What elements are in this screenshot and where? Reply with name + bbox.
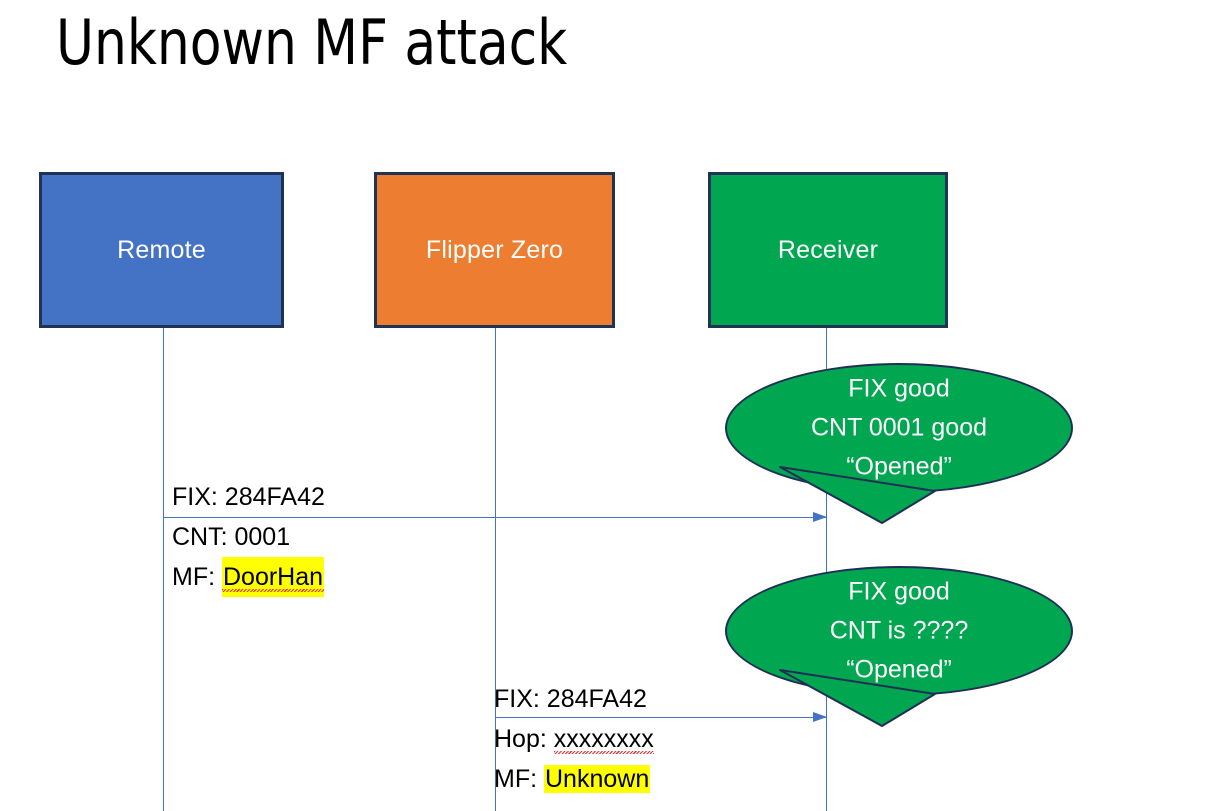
bubble-line: CNT 0001 good bbox=[810, 413, 988, 442]
actor-box-receiver[interactable]: Receiver bbox=[708, 172, 948, 328]
message-line: MF: DoorHan bbox=[172, 557, 325, 597]
field-value-misspelled: xxxxxxxx bbox=[553, 719, 654, 759]
field-label: FIX: bbox=[172, 483, 225, 511]
message-line: FIX: 284FA42 bbox=[172, 477, 325, 517]
speech-bubble-body bbox=[725, 363, 1073, 493]
message-line: FIX: 284FA42 bbox=[494, 679, 654, 719]
bubble-line: CNT is ???? bbox=[829, 616, 969, 645]
message-line: Hop: xxxxxxxx bbox=[494, 719, 654, 759]
speech-bubble-text: FIX good CNT 0001 good “Opened” bbox=[725, 370, 1073, 487]
field-value: 284FA42 bbox=[546, 685, 647, 713]
actor-label-remote: Remote bbox=[117, 235, 206, 264]
field-label: MF: bbox=[172, 563, 222, 591]
lifeline-receiver bbox=[826, 328, 827, 811]
message-label-remote-to-receiver: FIX: 284FA42 CNT: 0001 MF: DoorHan bbox=[172, 477, 325, 597]
message-arrow-flipper-to-receiver bbox=[495, 712, 827, 722]
field-value: 0001 bbox=[234, 523, 291, 551]
bubble-line: “Opened” bbox=[846, 655, 952, 684]
field-label: FIX: bbox=[494, 685, 547, 713]
bubble-line: “Opened” bbox=[846, 452, 952, 481]
actor-label-receiver: Receiver bbox=[777, 235, 879, 264]
message-line: CNT: 0001 bbox=[172, 517, 325, 557]
lifeline-remote bbox=[163, 328, 164, 811]
message-line: MF: Unknown bbox=[494, 759, 654, 799]
speech-bubble-tail bbox=[779, 664, 940, 727]
field-label: CNT: bbox=[172, 523, 235, 551]
bubble-line: FIX good bbox=[848, 577, 950, 606]
field-label: Hop: bbox=[494, 725, 554, 753]
lifeline-flipper-zero bbox=[495, 328, 496, 811]
actor-box-flipper-zero[interactable]: Flipper Zero bbox=[374, 172, 615, 328]
field-value: 284FA42 bbox=[224, 483, 325, 511]
field-value-highlighted: DoorHan bbox=[222, 557, 325, 597]
speech-bubble-text: FIX good CNT is ???? “Opened” bbox=[725, 573, 1073, 690]
bubble-line: FIX good bbox=[848, 374, 950, 403]
message-arrow-remote-to-receiver bbox=[163, 512, 827, 522]
speech-bubble-tail bbox=[779, 461, 940, 524]
speech-bubble-receiver-first: FIX good CNT 0001 good “Opened” bbox=[725, 363, 1073, 524]
speech-bubble-body bbox=[725, 566, 1073, 696]
actor-label-flipper-zero: Flipper Zero bbox=[425, 235, 564, 264]
speech-bubble-receiver-second: FIX good CNT is ???? “Opened” bbox=[725, 566, 1073, 727]
field-label: MF: bbox=[494, 765, 544, 793]
actor-box-remote[interactable]: Remote bbox=[39, 172, 284, 328]
page-title: Unknown MF attack bbox=[56, 6, 568, 79]
field-value-highlighted: Unknown bbox=[544, 765, 651, 793]
message-label-flipper-to-receiver: FIX: 284FA42 Hop: xxxxxxxx MF: Unknown bbox=[494, 679, 654, 799]
